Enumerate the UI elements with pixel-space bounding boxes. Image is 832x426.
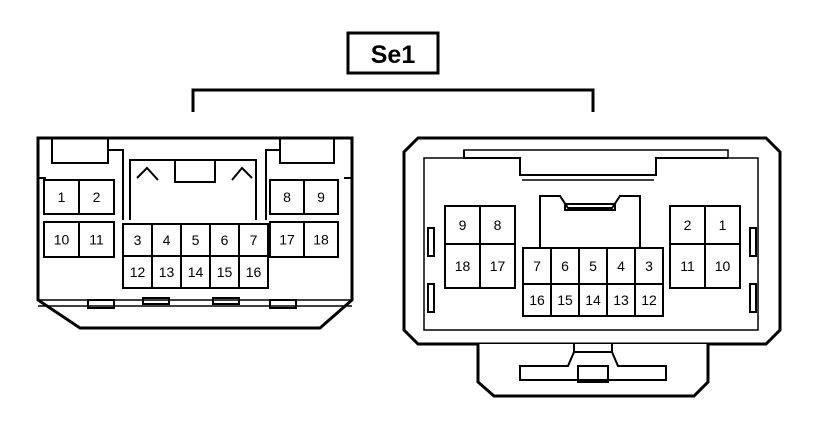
left-pin-number: 9 xyxy=(317,189,325,205)
left-pin-number: 8 xyxy=(283,189,291,205)
right-pin-number: 13 xyxy=(613,292,629,308)
left-pin-number: 5 xyxy=(192,232,200,248)
left-pin-cavity xyxy=(269,179,305,215)
right-pin-number: 9 xyxy=(459,217,467,233)
right-pin-number: 3 xyxy=(645,258,653,274)
left-pin-cavity xyxy=(43,179,80,215)
right-pin-cavity xyxy=(444,205,481,245)
left-pin-cavity xyxy=(209,255,240,289)
right-pin-number: 1 xyxy=(719,217,727,233)
left-pin-number: 2 xyxy=(93,189,101,205)
right-pin-cavity xyxy=(522,283,552,317)
right-pin-cavity xyxy=(479,243,516,289)
right-pin-number: 11 xyxy=(680,258,695,274)
right-pin-cavity xyxy=(704,243,741,289)
left-pin-cavity xyxy=(43,221,80,258)
left-pin-cavity xyxy=(180,255,211,289)
right-pin-number: 14 xyxy=(585,292,601,308)
right-pin-number: 2 xyxy=(684,217,692,233)
right-pin-cavity xyxy=(669,243,706,289)
right-pin-number: 7 xyxy=(533,258,541,274)
left-pin-number: 11 xyxy=(89,232,104,248)
left-pin-cavity xyxy=(238,255,269,289)
right-pin-number: 18 xyxy=(455,258,471,274)
right-pin-cavity xyxy=(522,247,552,285)
right-pin-number: 6 xyxy=(561,258,569,274)
right-pin-cavity xyxy=(479,205,516,245)
right-pin-number: 5 xyxy=(589,258,597,274)
right-pin-number: 12 xyxy=(641,292,657,308)
left-pin-number: 7 xyxy=(250,232,258,248)
right-pin-number: 8 xyxy=(494,217,502,233)
left-pin-number: 1 xyxy=(58,189,66,205)
left-pin-number: 10 xyxy=(54,232,70,248)
right-pin-cavity xyxy=(634,283,664,317)
left-pin-cavity xyxy=(269,221,305,258)
right-pin-number: 17 xyxy=(490,258,506,274)
bracket-line xyxy=(191,88,595,112)
left-pin-cavity xyxy=(78,221,115,258)
left-pin-cavity xyxy=(180,223,211,257)
left-pin-number: 17 xyxy=(279,232,295,248)
left-pin-cavity xyxy=(303,179,339,215)
connector-label: Se1 xyxy=(371,41,416,69)
left-pin-number: 14 xyxy=(188,264,204,280)
right-pin-cavity xyxy=(550,283,580,317)
right-pin-cavity xyxy=(634,247,664,285)
left-pin-number: 12 xyxy=(130,264,146,280)
left-pin-cavity xyxy=(122,223,153,257)
left-pin-number: 4 xyxy=(163,232,171,248)
left-pin-number: 3 xyxy=(134,232,142,248)
right-pin-number: 16 xyxy=(529,292,545,308)
right-pin-number: 15 xyxy=(557,292,573,308)
left-pin-number: 13 xyxy=(159,264,175,280)
left-pin-number: 16 xyxy=(246,264,262,280)
left-pin-cavity xyxy=(78,179,115,215)
left-pin-cavity xyxy=(303,221,339,258)
left-pin-number: 15 xyxy=(217,264,233,280)
right-pin-number: 4 xyxy=(617,258,625,274)
right-pin-number: 10 xyxy=(715,258,731,274)
left-pin-number: 6 xyxy=(221,232,229,248)
right-pin-cavity xyxy=(578,247,608,285)
connector-label-box: Se1 xyxy=(346,31,440,75)
right-pin-cavity xyxy=(669,205,706,245)
left-pin-number: 18 xyxy=(313,232,329,248)
right-pin-cavity xyxy=(444,243,481,289)
